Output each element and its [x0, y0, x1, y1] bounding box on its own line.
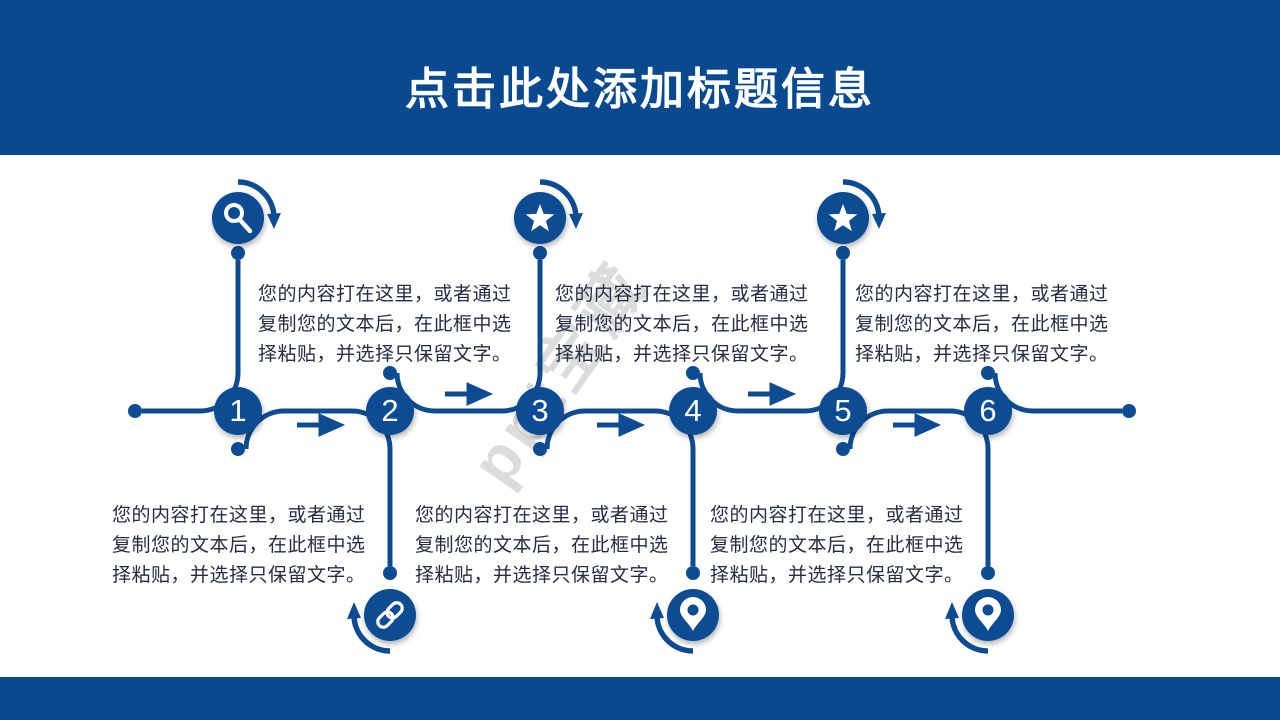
step-number-2: 2 — [381, 393, 399, 428]
step-1-text[interactable]: 您的内容打在这里，或者通过 复制您的文本后，在此框中选 择粘贴，并选择只保留文字… — [258, 280, 530, 370]
step-2-text[interactable]: 您的内容打在这里，或者通过 复制您的文本后，在此框中选 择粘贴，并选择只保留文字… — [112, 501, 384, 591]
text-line: 择粘贴，并选择只保留文字。 — [855, 344, 1109, 365]
text-line: 择粘贴，并选择只保留文字。 — [258, 344, 512, 365]
location-pin-icon — [945, 589, 1014, 654]
flow-arrow-right-icon — [445, 382, 494, 406]
step-number-1: 1 — [229, 393, 247, 428]
text-line: 择粘贴，并选择只保留文字。 — [555, 344, 809, 365]
location-pin-icon — [650, 589, 719, 654]
flow-arrow-right-icon — [597, 413, 646, 437]
step-number-3: 3 — [531, 393, 549, 428]
step-4-text[interactable]: 您的内容打在这里，或者通过 复制您的文本后，在此框中选 择粘贴，并选择只保留文字… — [415, 501, 687, 591]
header-band: 点击此处添加标题信息 — [0, 0, 1280, 155]
text-line: 复制您的文本后，在此框中选 — [555, 314, 809, 335]
text-line: 您的内容打在这里，或者通过 — [855, 284, 1109, 305]
text-line: 复制您的文本后，在此框中选 — [415, 535, 669, 556]
flow-arrow-right-icon — [893, 413, 942, 437]
step-number-4: 4 — [684, 393, 702, 428]
footer-band — [0, 677, 1280, 720]
connector-dots — [128, 246, 1136, 580]
step-6-text[interactable]: 您的内容打在这里，或者通过 复制您的文本后，在此框中选 择粘贴，并选择只保留文字… — [710, 501, 982, 591]
flow-arrow-right-icon — [297, 413, 346, 437]
star-icon — [817, 179, 886, 244]
step-circle-2 — [366, 387, 414, 435]
flow-arrow-right-icon — [748, 382, 797, 406]
text-line: 择粘贴，并选择只保留文字。 — [415, 565, 669, 586]
step-circles — [214, 387, 1012, 435]
step-number-6: 6 — [979, 393, 997, 428]
search-icon — [212, 179, 281, 244]
link-icon — [347, 589, 416, 654]
text-line: 复制您的文本后，在此框中选 — [258, 314, 512, 335]
text-line: 您的内容打在这里，或者通过 — [415, 505, 669, 526]
step-number-5: 5 — [834, 393, 852, 428]
text-line: 您的内容打在这里，或者通过 — [555, 284, 809, 305]
step-circle-3 — [516, 387, 564, 435]
step-circle-4 — [669, 387, 717, 435]
step-circle-6 — [964, 387, 1012, 435]
text-line: 您的内容打在这里，或者通过 — [258, 284, 512, 305]
step-circle-1 — [214, 387, 262, 435]
step-circle-5 — [819, 387, 867, 435]
star-icon — [514, 179, 583, 244]
text-line: 复制您的文本后，在此框中选 — [710, 535, 964, 556]
step-3-text[interactable]: 您的内容打在这里，或者通过 复制您的文本后，在此框中选 择粘贴，并选择只保留文字… — [555, 280, 827, 370]
text-line: 择粘贴，并选择只保留文字。 — [710, 565, 964, 586]
slide-title[interactable]: 点击此处添加标题信息 — [405, 64, 875, 114]
step-5-text[interactable]: 您的内容打在这里，或者通过 复制您的文本后，在此框中选 择粘贴，并选择只保留文字… — [855, 280, 1127, 370]
text-line: 您的内容打在这里，或者通过 — [710, 505, 964, 526]
text-line: 复制您的文本后，在此框中选 — [855, 314, 1109, 335]
text-line: 您的内容打在这里，或者通过 — [112, 505, 366, 526]
text-line: 复制您的文本后，在此框中选 — [112, 535, 366, 556]
flow-arrows — [297, 382, 942, 437]
text-line: 择粘贴，并选择只保留文字。 — [112, 565, 366, 586]
